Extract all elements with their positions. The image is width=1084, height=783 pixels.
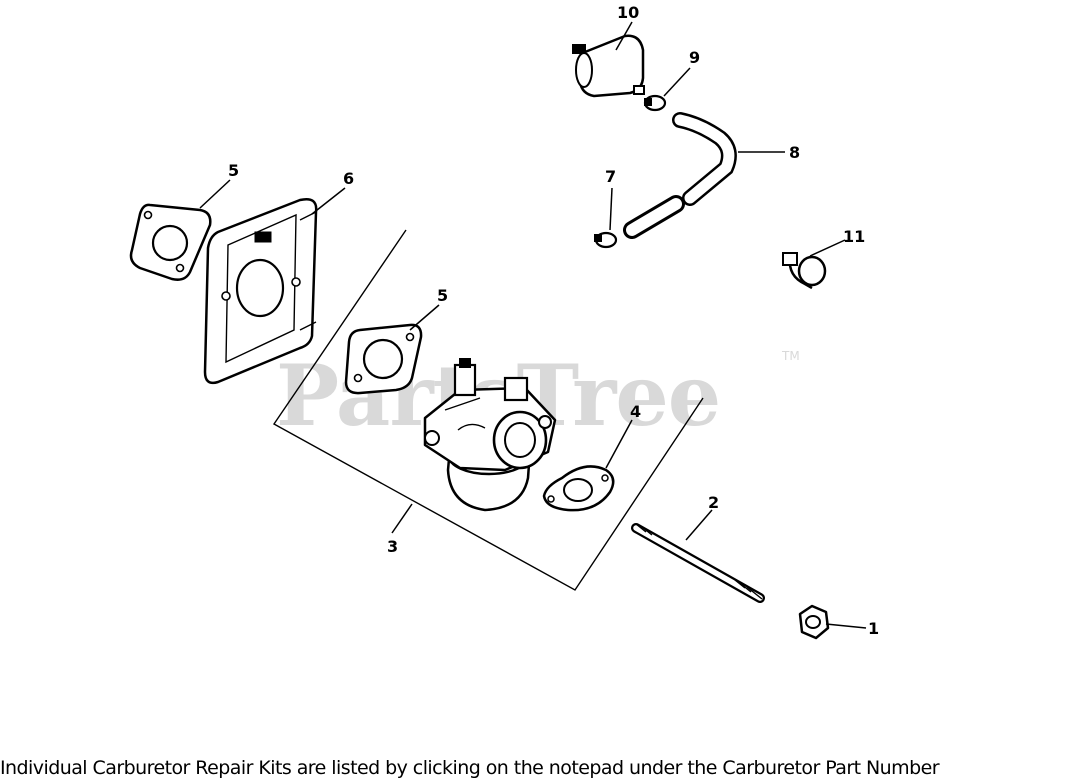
- callout-8[interactable]: 8: [789, 143, 800, 162]
- callout-10[interactable]: 10: [617, 3, 639, 22]
- leader-lines: [199, 21, 867, 629]
- part-gasket-lower[interactable]: [542, 465, 615, 512]
- repair-kit-caption: Individual Carburetor Repair Kits are li…: [0, 757, 940, 779]
- part-fuel-line[interactable]: [623, 112, 737, 239]
- part-nut[interactable]: [798, 604, 830, 640]
- callout-5-middle[interactable]: 5: [437, 286, 448, 305]
- part-hose-clamp-upper[interactable]: [643, 94, 667, 112]
- callout-6[interactable]: 6: [343, 169, 354, 188]
- callout-7[interactable]: 7: [605, 167, 616, 186]
- callout-4[interactable]: 4: [630, 402, 641, 421]
- callout-9[interactable]: 9: [689, 48, 700, 67]
- exploded-view-svg: PartsTree TM: [129, 3, 879, 640]
- callout-5-upper[interactable]: 5: [228, 161, 239, 180]
- part-air-cleaner-base[interactable]: [203, 198, 318, 385]
- watermark-trademark: TM: [781, 349, 800, 363]
- callout-2[interactable]: 2: [708, 493, 719, 512]
- part-gasket-middle[interactable]: [344, 323, 423, 395]
- part-carburetor[interactable]: [423, 358, 557, 512]
- part-hose-clamp-lower[interactable]: [594, 231, 618, 249]
- part-stud[interactable]: [631, 523, 765, 603]
- part-fuel-filter[interactable]: [572, 34, 645, 98]
- assembly-bracket: [272, 229, 704, 591]
- callout-11[interactable]: 11: [843, 227, 865, 246]
- part-line-clip[interactable]: [782, 252, 827, 290]
- callout-3[interactable]: 3: [387, 537, 398, 556]
- part-gasket-upper[interactable]: [129, 203, 212, 281]
- callout-1[interactable]: 1: [868, 619, 879, 638]
